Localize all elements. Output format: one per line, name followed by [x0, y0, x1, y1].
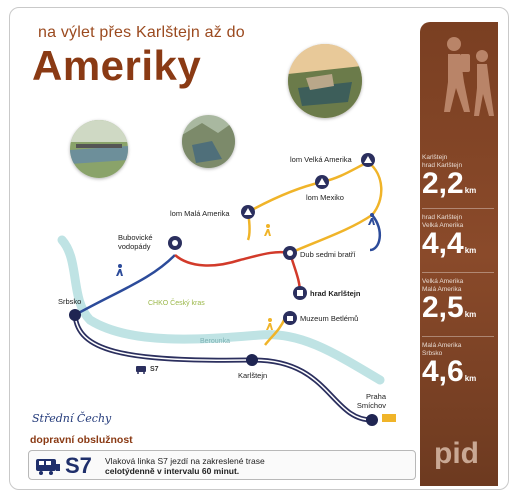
river-berounka: [57, 235, 385, 385]
segment-2-to: Velká Amerika: [422, 221, 464, 229]
segment-2-value: 4,4: [422, 227, 464, 260]
marker-bubovice: [168, 236, 182, 250]
pid-logo: pid: [434, 437, 479, 470]
segment-4: Malá Amerika Srbsko 4,6km: [422, 342, 476, 387]
label-s7-line: S7: [150, 366, 159, 373]
transport-text-line2: celotýdenně v intervalu 60 minut.: [105, 466, 240, 476]
hiker-icon: [266, 318, 273, 330]
route-blue-east: [369, 214, 381, 252]
hikers-icon: [444, 37, 494, 116]
distance-sidebar: Karlštejn hrad Karlštejn 2,2km hrad Karl…: [420, 22, 498, 486]
transport-text: Vlaková linka S7 jezdí na zakreslené tra…: [105, 456, 405, 476]
segment-1-from: Karlštejn: [422, 154, 448, 161]
label-lom-mala-amerika: lom Malá Amerika: [170, 209, 230, 218]
route-red: [174, 250, 291, 267]
brand-stredni-cechy: Střední Čechy: [32, 412, 112, 425]
page-title: Ameriky: [32, 42, 202, 89]
segment-1: Karlštejn hrad Karlštejn 2,2km: [422, 154, 476, 199]
marker-dub: [283, 246, 297, 260]
label-karlstejn: Karlštejn: [238, 371, 268, 380]
segment-2-from: hrad Karlštejn: [422, 214, 463, 221]
route-yellow: [247, 160, 383, 255]
s7-badge: S7: [65, 453, 92, 478]
segment-2-unit: km: [464, 246, 477, 255]
label-srbsko: Srbsko: [58, 297, 82, 306]
segment-3-unit: km: [464, 310, 477, 319]
segment-3-value: 2,5: [422, 291, 464, 324]
segment-divider: [422, 208, 494, 209]
transport-heading: dopravní obslužnost: [30, 434, 133, 446]
segment-divider: [422, 336, 494, 337]
label-chko: CHKO Český kras: [148, 300, 205, 307]
label-praha-smichov: Praha Smíchov: [356, 392, 386, 410]
marker-mexiko: [315, 175, 329, 189]
photo-bubovice-rocks: [182, 115, 235, 168]
label-river: Berounka: [200, 338, 230, 345]
segment-1-value: 2,2: [422, 167, 464, 200]
segment-4-from: Malá Amerika: [422, 342, 462, 349]
label-hrad-karlstejn: hrad Karlštejn: [310, 289, 361, 298]
transport-info-box: S7 Vlaková linka S7 jezdí na zakreslené …: [28, 450, 416, 480]
station-srbsko: [69, 309, 81, 321]
label-bubovicke-vodopady: Bubovické vodopády: [118, 233, 153, 251]
photo-karlstejn-river: [70, 120, 128, 178]
train-icon: [36, 459, 60, 475]
transport-text-line1: Vlaková linka S7 jezdí na zakreslené tra…: [105, 456, 265, 466]
station-karlstejn: [246, 354, 258, 366]
segment-divider: [422, 272, 494, 273]
route-blue: [74, 254, 176, 317]
segment-1-to: hrad Karlštejn: [422, 161, 463, 169]
marker-hrad: [293, 286, 307, 300]
hiker-icon: [264, 224, 271, 236]
segment-4-value: 4,6: [422, 355, 464, 388]
label-lom-velka-amerika: lom Velká Amerika: [290, 155, 352, 164]
photo-velka-amerika: [288, 44, 362, 118]
marker-velka-amerika: [361, 153, 375, 167]
segment-3-to: Malá Amerika: [422, 285, 462, 293]
rocks-photo-image: [182, 115, 235, 168]
train-icon: [136, 366, 146, 374]
segment-4-unit: km: [464, 374, 477, 383]
marker-muzeum: [283, 311, 297, 325]
label-dub-sedmi-bratri: Dub sedmi bratří: [300, 250, 356, 259]
label-muzeum-betlemu: Muzeum Betlémů: [300, 314, 359, 323]
segment-3-from: Velká Amerika: [422, 278, 464, 285]
title-subtitle: na výlet přes Karlštejn až do: [38, 24, 245, 41]
label-lom-mexiko: lom Mexiko: [306, 193, 344, 202]
river-photo-image: [70, 120, 128, 178]
segment-3: Velká Amerika Malá Amerika 2,5km: [422, 278, 476, 323]
quarry-photo-image: [288, 44, 362, 118]
segment-4-to: Srbsko: [422, 349, 443, 357]
marker-mala-amerika: [241, 205, 255, 219]
hiker-icon: [116, 264, 123, 276]
segment-1-unit: km: [464, 186, 477, 195]
park-ride-badge: [382, 414, 396, 422]
segment-2: hrad Karlštejn Velká Amerika 4,4km: [422, 214, 476, 259]
station-praha: [366, 414, 378, 426]
hiker-icon: [368, 213, 375, 225]
